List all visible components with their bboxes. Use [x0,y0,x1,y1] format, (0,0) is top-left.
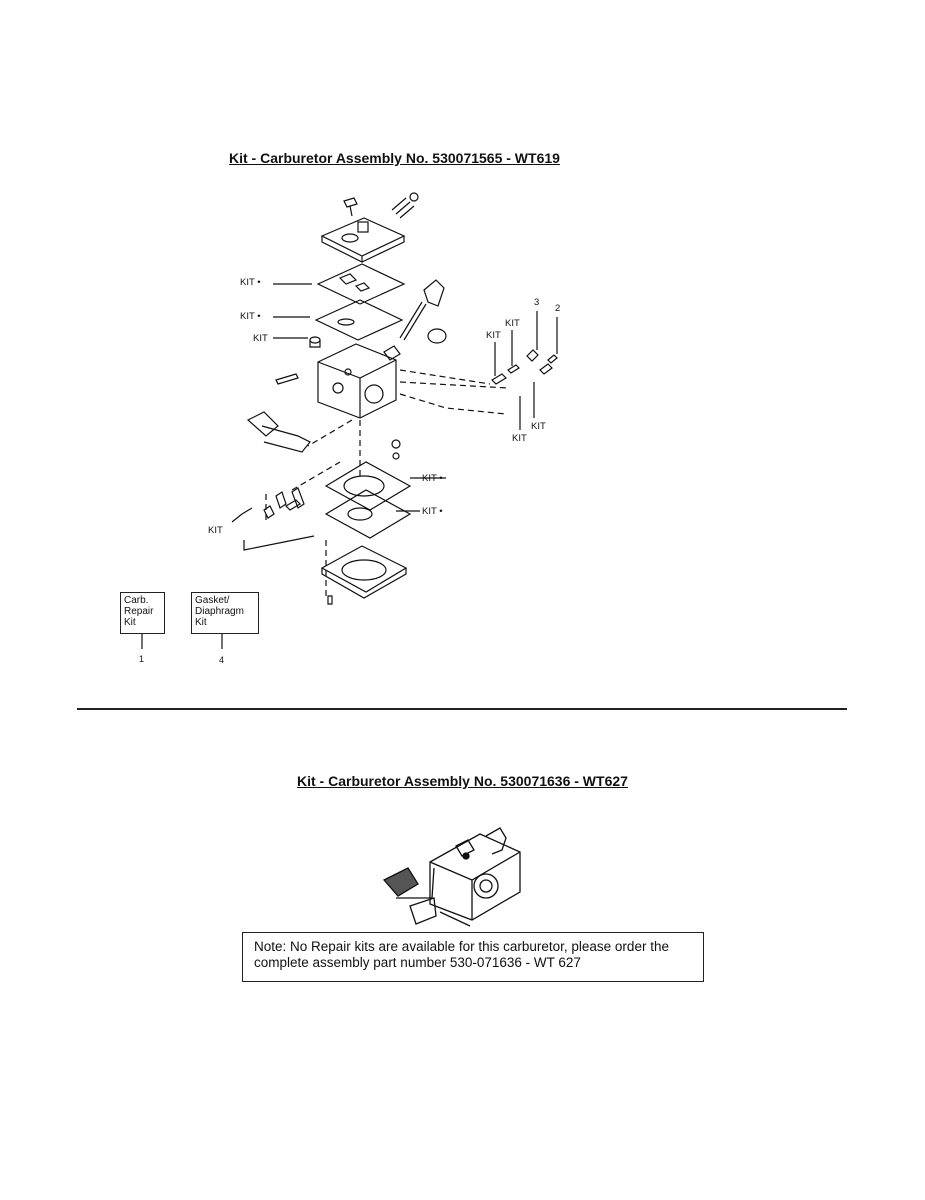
section2-title: Kit - Carburetor Assembly No. 530071636 … [297,773,628,789]
metering-cover [320,217,406,257]
note-line: Note: No Repair kits are available for t… [254,939,669,954]
metering-diaphragm [314,299,404,341]
kit-box-line: Diaphragm [195,606,244,617]
kit-box-line: Kit [124,617,136,628]
pump-diaphragm [324,489,412,539]
kit-label-bottom-left: KIT [208,525,223,536]
kit-box-line: Gasket/ [195,595,230,606]
primer-bulb [246,411,279,437]
small-washer [391,439,401,449]
throttle-shaft [399,301,427,341]
kit-box-line: Carb. [124,595,149,606]
callout-2: 2 [555,303,561,314]
inlet-needle-assembly [263,487,305,519]
top-screw [343,197,358,208]
section-divider [77,708,847,710]
kit-label-needle-a: KIT [486,330,501,341]
pump-gasket [324,461,412,511]
carburetor-body [317,343,397,419]
metering-gasket [316,263,406,305]
inlet-screen [309,336,321,344]
gasket-diaphragm-kit-number: 4 [219,655,225,665]
kit-label-needle-c: KIT [512,433,527,444]
kit-label-needle-d: KIT [531,421,546,432]
kit-label-gasket-lower: KIT • [240,311,261,322]
kit-label-diaphragm-upper: KIT • [422,473,443,484]
needle-parts [491,364,520,385]
kit-label-diaphragm-lower: KIT • [422,506,443,517]
carb-repair-kit-number: 1 [139,654,145,664]
top-spring [391,197,415,219]
kit-box-line: Kit [195,617,207,628]
pump-cover [320,545,408,593]
gasket-diaphragm-kit-box: Gasket/ Diaphragm Kit [191,592,259,634]
carb-repair-kit-box: Carb. Repair Kit [120,592,165,634]
callout-3: 3 [534,297,540,308]
section1-title: Kit - Carburetor Assembly No. 530071565 … [229,150,560,166]
fulcrum-pin [275,373,299,385]
bottom-screw [327,595,333,605]
note-line: complete assembly part number 530-071636… [254,955,581,970]
kit-label-needle-b: KIT [505,318,520,329]
kit-box-line: Repair [124,606,154,617]
no-repair-kit-note: Note: No Repair kits are available for t… [242,932,704,982]
kit-label-plain-left: KIT [253,333,268,344]
throttle-plate [427,328,447,344]
kit-label-gasket-upper: KIT • [240,277,261,288]
